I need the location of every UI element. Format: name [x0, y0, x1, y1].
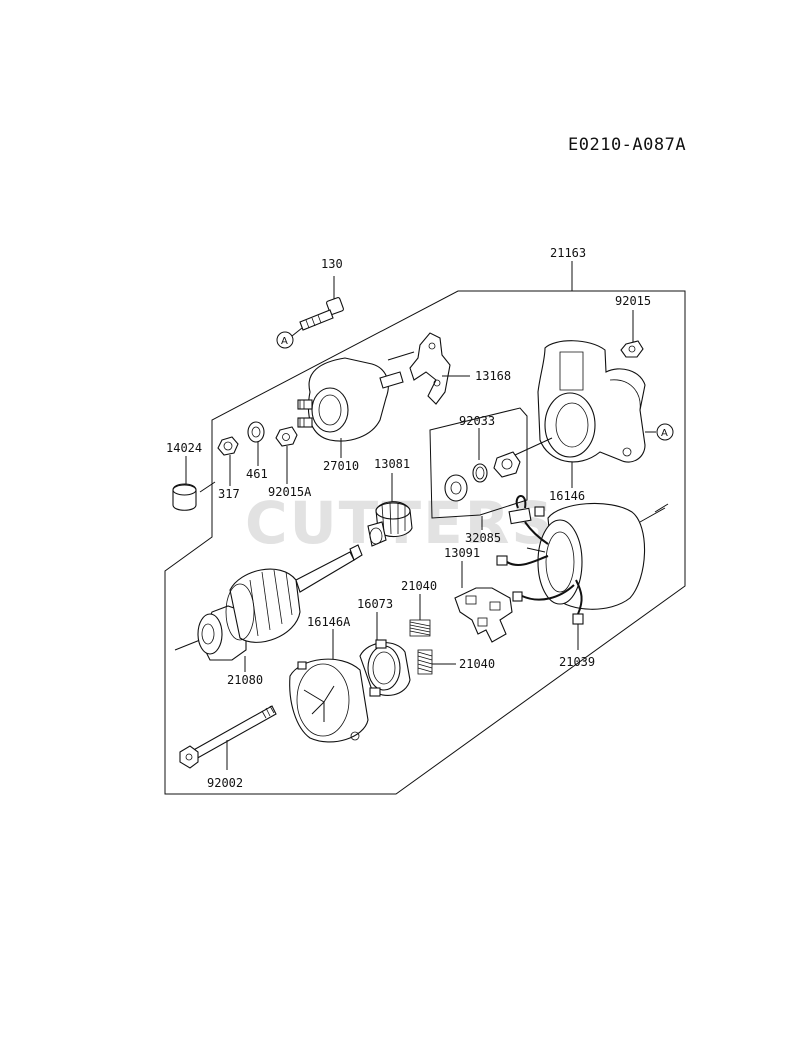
nut-92015A[interactable]	[275, 426, 298, 484]
callout-a-right[interactable]: A	[656, 423, 674, 441]
label-92033: 92033	[459, 414, 495, 428]
callout-a-left-label: A	[281, 336, 288, 347]
nut-317[interactable]	[217, 436, 239, 486]
housing-16146[interactable]	[537, 340, 656, 488]
label-13091: 13091	[444, 546, 480, 560]
kit-parts-92033[interactable]	[444, 428, 553, 502]
label-14024: 14024	[166, 441, 202, 455]
label-13168: 13168	[475, 369, 511, 383]
label-92015: 92015	[615, 294, 651, 308]
label-21163: 21163	[550, 246, 586, 260]
diagram-code: E0210-A087A	[568, 135, 686, 155]
yoke-assembly[interactable]	[526, 502, 669, 610]
brush-leads[interactable]	[496, 495, 584, 650]
label-27010: 27010	[323, 459, 359, 473]
label-13081: 13081	[374, 457, 410, 471]
nut-92015[interactable]	[620, 310, 644, 358]
brush-holder-13091[interactable]	[454, 561, 513, 643]
label-92002: 92002	[207, 776, 243, 790]
assembly-outline	[164, 290, 686, 795]
washer-461[interactable]	[247, 421, 265, 466]
spring-21040-lower[interactable]	[417, 649, 456, 675]
label-461: 461	[246, 467, 268, 481]
callout-a-left[interactable]: A	[276, 331, 294, 349]
spring-21040-upper[interactable]	[409, 594, 431, 637]
armature-21080[interactable]	[174, 544, 363, 672]
label-317: 317	[218, 487, 240, 501]
solenoid-27010[interactable]	[297, 357, 404, 458]
plate-16073[interactable]	[359, 612, 411, 697]
label-16146A: 16146A	[307, 615, 351, 629]
label-21040-lower: 21040	[459, 657, 495, 671]
lever-13168[interactable]	[387, 332, 470, 405]
end-cover-16146A[interactable]	[289, 629, 369, 743]
through-bolt-92002[interactable]	[179, 705, 277, 770]
label-92015A: 92015A	[268, 485, 312, 499]
label-21039: 21039	[559, 655, 595, 669]
label-16146: 16146	[549, 489, 585, 503]
cap-14024[interactable]	[172, 456, 216, 511]
label-130: 130	[321, 257, 343, 271]
subkit-outline	[429, 407, 528, 519]
label-32085: 32085	[465, 531, 501, 545]
label-21080: 21080	[227, 673, 263, 687]
pinion-13081[interactable]	[367, 473, 413, 547]
label-21040-upper: 21040	[401, 579, 437, 593]
label-16073: 16073	[357, 597, 393, 611]
callout-a-right-label: A	[661, 428, 668, 439]
bolt-130[interactable]	[291, 276, 344, 337]
